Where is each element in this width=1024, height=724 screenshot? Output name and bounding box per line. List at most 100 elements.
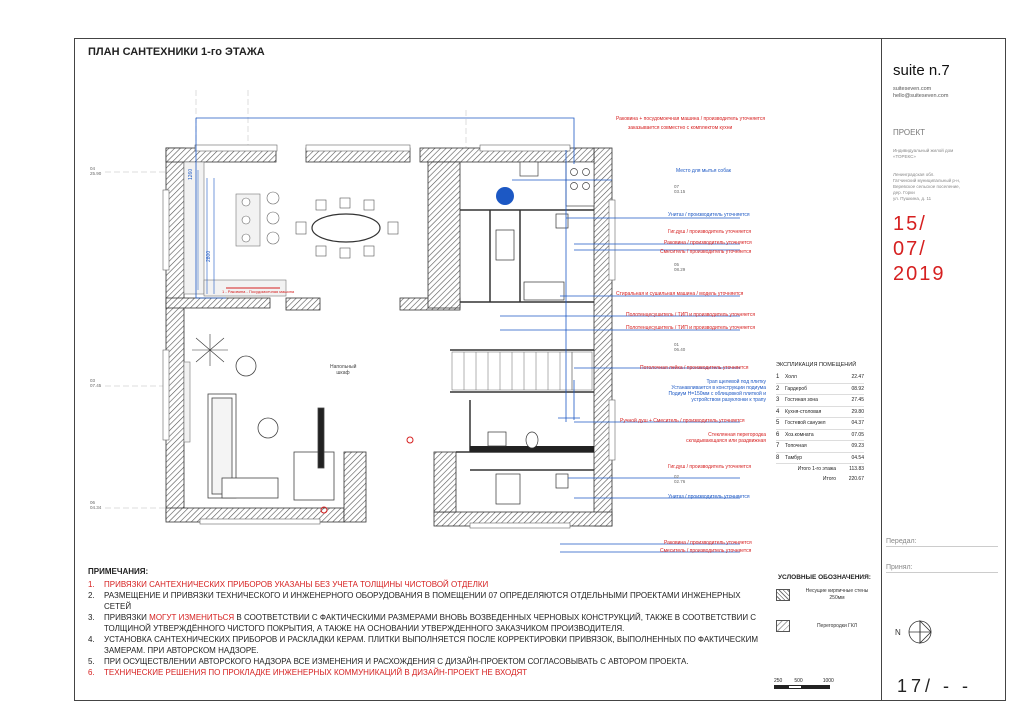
note-text: УСТАНОВКА САНТЕХНИЧЕСКИХ ПРИБОРОВ И РАСК… xyxy=(104,634,768,656)
cooktop xyxy=(565,161,595,207)
explication-row: 3 Гостиная зона 27.45 xyxy=(776,395,864,407)
explication-cell-name: Тамбур xyxy=(785,454,802,461)
project-heading: ПРОЕКТ xyxy=(893,128,926,137)
note-number: 2. xyxy=(88,591,95,600)
label-hand-shower: Ручной душ + Смеситель / производитель у… xyxy=(620,418,745,424)
label-dim-1260: 1260 xyxy=(188,168,194,180)
label-glass-partition: Стеклянная перегородка складывающаяся ил… xyxy=(686,432,766,444)
explication-total: Итого 220.67 xyxy=(822,476,864,482)
label-basin-1: Раковина / производитель уточняется xyxy=(664,240,752,246)
explication-cell-n: 6 xyxy=(776,431,780,438)
note-number: 5. xyxy=(88,657,95,666)
received-field: Принял: xyxy=(886,564,998,573)
label-shower-tray: Трап щелевой под плитку Устанавливается … xyxy=(668,379,766,403)
explication-cell-area: 04.37 xyxy=(851,420,864,427)
title-block xyxy=(882,38,1006,701)
label-toilet-1: Унитаз / производитель уточняется xyxy=(668,212,750,218)
gkl-hatch-icon xyxy=(776,620,790,632)
label-towel-1: Полотенцесушитель / ТИП и производитель … xyxy=(626,312,756,318)
note-text: ТЕХНИЧЕСКИЕ РЕШЕНИЯ ПО ПРОКЛАДКЕ ИНЖЕНЕР… xyxy=(104,667,527,678)
explication-cell-name: Холл xyxy=(785,374,797,381)
staircase xyxy=(451,351,593,391)
windows xyxy=(162,144,616,529)
explication-cell-n: 5 xyxy=(776,420,780,427)
note-text: ПРИВЯЗКИ САНТЕХНИЧЕСКИХ ПРИБОРОВ УКАЗАНЫ… xyxy=(104,579,488,590)
legend-item-brick: Несущие кирпичные стены 250мм xyxy=(776,588,872,602)
explication-cell-area: 04.54 xyxy=(851,454,864,461)
bath-fixtures xyxy=(487,213,569,505)
label-hyg-shower-2: Гиг.душ / производитель уточняется xyxy=(668,464,752,470)
label-mixer-1: Смеситель / производитель уточняется xyxy=(660,249,752,255)
page-number: 17/ - - xyxy=(897,676,973,696)
label-washer: Стиральная и сушильная машина / модель у… xyxy=(616,291,744,297)
legend-item-gkl: Перегородки ГКЛ xyxy=(776,620,872,632)
explication-subtotal: Итого 1-го этажа 113.83 xyxy=(797,466,864,472)
notes-list: 1. ПРИВЯЗКИ САНТЕХНИЧЕСКИХ ПРИБОРОВ УКАЗА… xyxy=(88,579,768,678)
brand-logo: suite n.7 xyxy=(893,62,950,79)
label-basin-2: Раковина / производитель уточняется xyxy=(664,540,752,546)
explication-cell-name: Гостиная зона xyxy=(785,397,818,404)
note-text-part: ТЕХНИЧЕСКИЕ РЕШЕНИЯ ПО ПРОКЛАДКЕ ИНЖЕНЕР… xyxy=(104,668,528,677)
kitchen-sink-icon xyxy=(519,161,539,177)
explication-cell-area: 22.47 xyxy=(851,374,864,381)
dog-wash-drain-icon xyxy=(496,187,514,205)
note-text: РАЗМЕЩЕНИЕ И ПРИВЯЗКИ ТЕХНИЧЕСКОГО И ИНЖ… xyxy=(104,590,768,612)
note-text-part: РАЗМЕЩЕНИЕ И ПРИВЯЗКИ ТЕХНИЧЕСКОГО И ИНЖ… xyxy=(104,591,741,611)
note-text-part: В СООТВЕТСТВИИ С ФАКТИЧЕСКИМИ РАЗМЕРАМИ … xyxy=(104,613,757,633)
kitchen-stools xyxy=(241,191,280,245)
note-text: ПРИ ОСУЩЕСТВЛЕНИИ АВТОРСКОГО НАДЗОРА ВСЕ… xyxy=(104,656,689,667)
notes-heading: ПРИМЕЧАНИЯ: xyxy=(88,567,149,576)
explication-cell-name: Топочная xyxy=(785,443,807,450)
bath-wall xyxy=(470,446,594,452)
explication-cell-name: Хоз.комната xyxy=(785,431,814,438)
explication-heading: ЭКСПЛИКАЦИЯ ПОМЕЩЕНИЙ xyxy=(776,362,857,368)
label-top-sink-note: заказывается совместно с комплектом кухн… xyxy=(628,125,733,131)
note-number: 4. xyxy=(88,635,95,644)
note-text-part: МОГУТ ИЗМЕНИТЬСЯ xyxy=(149,613,235,622)
brick-hatch-icon xyxy=(776,589,790,601)
plant-icon xyxy=(192,334,228,366)
explication-cell-n: 2 xyxy=(776,385,780,392)
label-kitchen-dim: 1 - Раковина - Посудомоечная машина xyxy=(222,289,295,294)
note-item: 3.ПРИВЯЗКИ МОГУТ ИЗМЕНИТЬСЯ В СООТВЕТСТВ… xyxy=(88,612,768,634)
sheet-frame xyxy=(74,38,882,701)
label-floor-cabinet: Напольный шкаф xyxy=(330,364,357,376)
label-toilet-2: Унитаз / производитель уточняется xyxy=(668,494,750,500)
note-number: 6. xyxy=(88,668,95,677)
issue-date: 15/ 07/ 2019 xyxy=(893,213,946,285)
plumbing-risers xyxy=(206,178,215,294)
explication-cell-area: 08.92 xyxy=(851,385,864,392)
note-item: 4. УСТАНОВКА САНТЕХНИЧЕСКИХ ПРИБОРОВ И РА… xyxy=(88,634,768,656)
explication-cell-name: Кухня-столовая xyxy=(785,408,822,415)
transferred-field: Передал: xyxy=(886,538,998,547)
project-type: Индивидуальный жилой дом «ТОРЕКС» xyxy=(893,148,954,159)
living-furniture xyxy=(207,355,335,501)
explication-cell-n: 3 xyxy=(776,397,780,404)
plumbing-lines xyxy=(195,117,740,553)
scale-bar: 250 500 1000 xyxy=(774,678,834,689)
explication-cell-n: 4 xyxy=(776,408,780,415)
label-top-sink: Раковина + посудомоечная машина / произв… xyxy=(616,116,766,122)
north-arrow-icon: N xyxy=(895,620,932,644)
note-item: 6. ТЕХНИЧЕСКИЕ РЕШЕНИЯ ПО ПРОКЛАДКЕ ИНЖЕН… xyxy=(88,667,768,678)
sheet-title: ПЛАН САНТЕХНИКИ 1-го ЭТАЖА xyxy=(88,46,265,58)
note-number: 1. xyxy=(88,580,95,589)
legend-heading: УСЛОВНЫЕ ОБОЗНАЧЕНИЯ: xyxy=(778,574,871,581)
note-text-part: УСТАНОВКА САНТЕХНИЧЕСКИХ ПРИБОРОВ И РАСК… xyxy=(104,635,758,655)
explication-cell-area: 27.45 xyxy=(851,397,864,404)
note-item: 1. ПРИВЯЗКИ САНТЕХНИЧЕСКИХ ПРИБОРОВ УКАЗА… xyxy=(88,579,768,590)
label-ceiling-shower: Потолочная лейка / производитель уточняе… xyxy=(640,365,749,371)
